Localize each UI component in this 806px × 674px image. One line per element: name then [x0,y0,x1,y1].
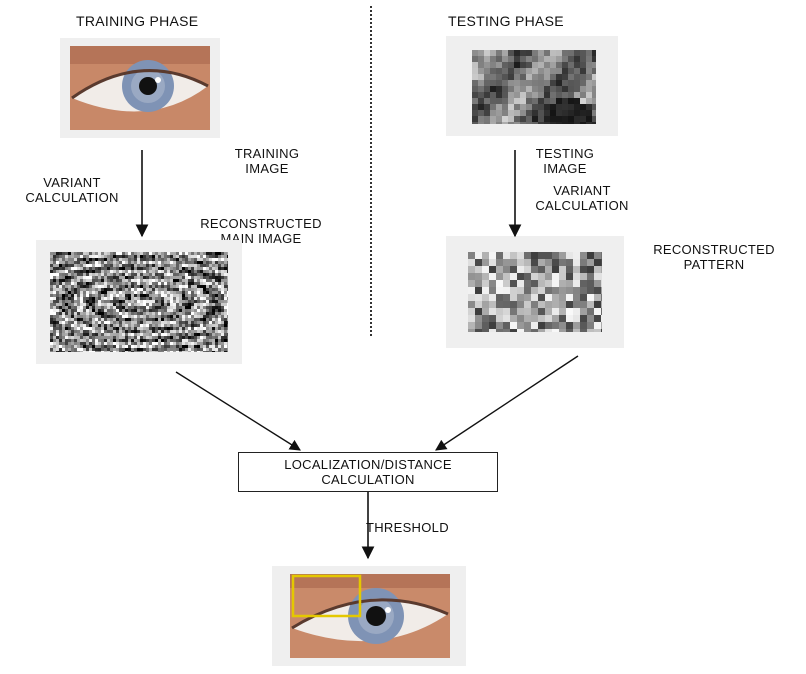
arrow-right-to-box [436,356,578,450]
arrow-left-to-box [176,372,300,450]
